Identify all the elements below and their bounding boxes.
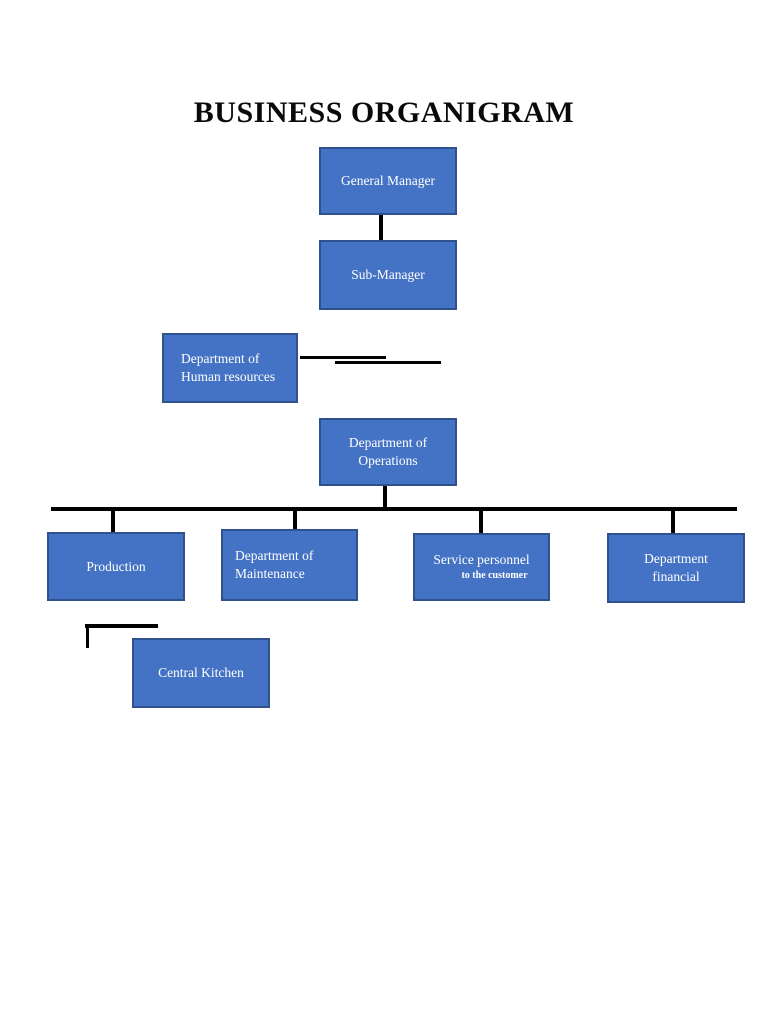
org-box-operations: Department of Operations (319, 418, 457, 486)
connector-bar-to-financial (671, 511, 675, 533)
connector-general-to-sub (379, 215, 383, 240)
org-box-label: Production (86, 558, 146, 574)
org-box-label-line2: Human resources (181, 369, 276, 384)
org-box-sub-manager: Sub-Manager (319, 240, 457, 310)
connector-operations-to-bar (383, 486, 387, 509)
org-box-financial: Department financial (607, 533, 745, 603)
org-box-label-line2: financial (652, 569, 700, 584)
page-title: BUSINESS ORGANIGRAM (193, 96, 575, 129)
connector-hr-line-upper (300, 356, 386, 359)
org-box-label: Service personnel (433, 552, 530, 568)
connector-kitchen-vertical (86, 624, 89, 648)
org-box-human-resources: Department of Human resources (162, 333, 298, 403)
org-box-label: Sub-Manager (351, 267, 425, 283)
org-box-label-line1: Department of (181, 351, 260, 367)
org-box-general-manager: General Manager (319, 147, 457, 215)
org-box-label-line2: Maintenance (235, 566, 305, 581)
org-box-label-line1: Department of (235, 548, 314, 564)
connector-kitchen-horizontal (85, 624, 158, 628)
org-box-maintenance: Department of Maintenance (221, 529, 358, 601)
org-box-label: Central Kitchen (158, 665, 244, 681)
connector-hr-line-lower (335, 361, 441, 364)
connector-bar-to-service (479, 511, 483, 533)
org-box-sublabel: to the customer (461, 569, 528, 581)
connector-bar-to-production (111, 511, 115, 532)
org-box-label-line2: Operations (358, 453, 418, 468)
org-box-label-line1: Department (644, 551, 708, 567)
connector-horizontal-bar (51, 507, 737, 511)
org-box-label-line1: Department of (348, 435, 428, 451)
org-box-central-kitchen: Central Kitchen (132, 638, 270, 708)
org-box-service-personnel: Service personnel to the customer (413, 533, 550, 601)
org-box-label: General Manager (340, 173, 436, 189)
connector-bar-to-maintenance (293, 511, 297, 530)
org-box-production: Production (47, 532, 185, 601)
